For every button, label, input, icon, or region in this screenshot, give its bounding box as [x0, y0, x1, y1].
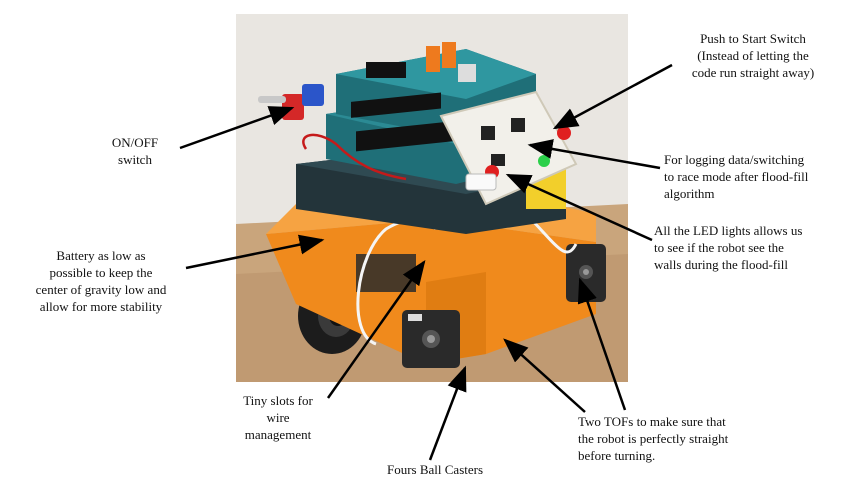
led-green — [538, 155, 550, 167]
label-casters: Fours Ball Casters — [386, 462, 484, 477]
label-start-switch: Push to Start Switch (Instead of letting… — [691, 31, 815, 80]
label-on-off: ON/OFF switch — [111, 135, 159, 167]
tof-sensor-left — [402, 310, 460, 368]
white-connector — [465, 173, 497, 191]
label-tofs: Two TOFs to make sure that the robot is … — [578, 414, 729, 463]
label-battery: Battery as low as possible to keep the c… — [35, 248, 167, 314]
red-wire — [302, 133, 407, 181]
led-red-top — [557, 126, 571, 140]
label-leds: All the LED lights allows us to see if t… — [654, 223, 803, 272]
robot-photo — [236, 14, 628, 382]
tof-sensor-right — [566, 244, 606, 302]
label-wire-slots: Tiny slots for wire management — [243, 393, 313, 442]
label-logging: For logging data/switching to race mode … — [664, 152, 809, 201]
